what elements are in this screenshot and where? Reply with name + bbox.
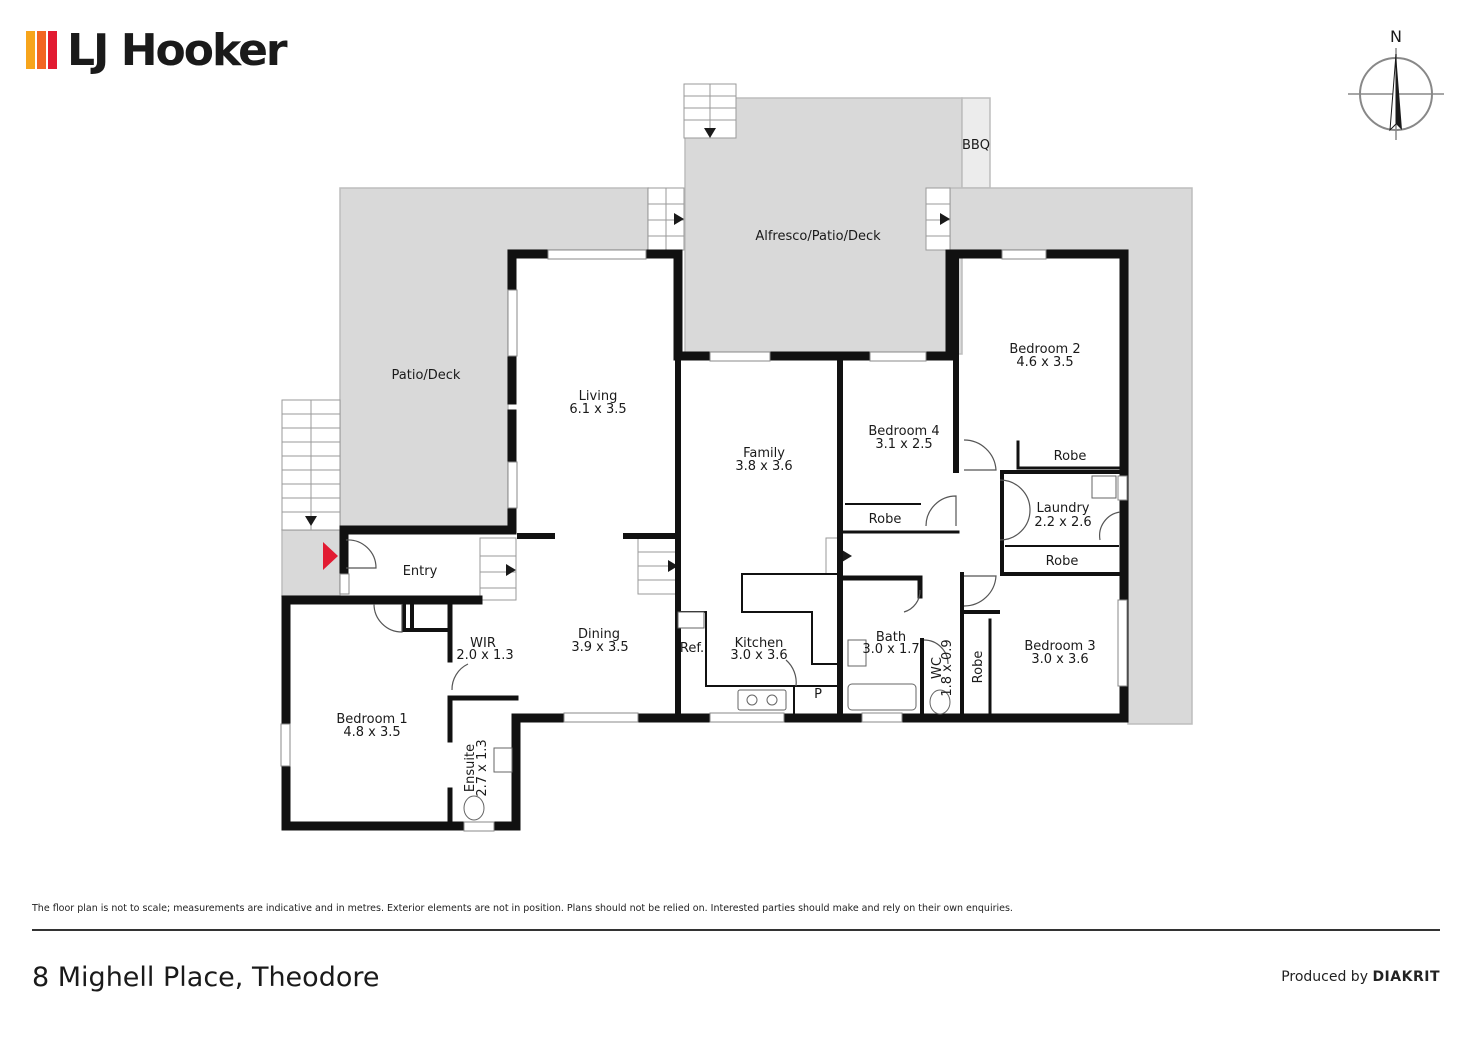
- room-bedroom4-name: Bedroom 4: [868, 424, 939, 439]
- room-wir-dims: 2.0 x 1.3: [456, 648, 513, 663]
- room-bedroom2-robe: Robe: [1054, 449, 1087, 464]
- room-family-name: Family: [743, 446, 785, 461]
- room-ensuite-dims: 2.7 x 1.3: [475, 739, 490, 796]
- room-bedroom3-dims: 3.0 x 3.6: [1031, 652, 1088, 667]
- room-bbq-name: BBQ: [962, 138, 990, 153]
- room-pantry-label: P: [814, 687, 822, 702]
- room-kitchen-dims: 3.0 x 3.6: [730, 648, 787, 663]
- room-bedroom3-name: Bedroom 3: [1024, 639, 1095, 654]
- stair-arrows: [305, 128, 950, 576]
- room-bedroom2-dims: 4.6 x 3.5: [1016, 355, 1073, 370]
- room-bedroom4-robe: Robe: [869, 512, 902, 527]
- room-laundry-name: Laundry: [1037, 501, 1090, 516]
- logo-bar-yellow: [26, 31, 35, 69]
- room-laundry-dims: 2.2 x 2.6: [1034, 515, 1091, 530]
- walls: [281, 249, 1129, 831]
- logo-bar-red: [48, 31, 57, 69]
- room-fridge-label: Ref.: [680, 641, 704, 656]
- compass-north-label: N: [1390, 27, 1402, 46]
- logo-text: LJ Hooker: [67, 24, 288, 76]
- room-bedroom1-name: Bedroom 1: [336, 712, 407, 727]
- room-patio-name: Patio/Deck: [392, 368, 461, 383]
- room-labels: Alfresco/Patio/Deck BBQ Patio/Deck Livin…: [336, 138, 1095, 797]
- room-wc-name: WC: [930, 657, 945, 679]
- entry-marker-icon: [323, 542, 338, 570]
- room-entry-name: Entry: [403, 564, 438, 579]
- floor-plan: Alfresco/Patio/Deck BBQ Patio/Deck Livin…: [280, 83, 1193, 832]
- room-bedroom4-dims: 3.1 x 2.5: [875, 437, 932, 452]
- doors: [345, 439, 1121, 691]
- room-dining-name: Dining: [578, 627, 620, 642]
- logo-bar-orange: [37, 31, 46, 69]
- lj-hooker-logo: LJ Hooker: [26, 22, 288, 78]
- room-kitchen-name: Kitchen: [735, 636, 784, 651]
- produced-by-label: Produced by: [1281, 969, 1368, 985]
- compass-icon: N: [1348, 27, 1444, 140]
- property-address: 8 Mighell Place, Theodore: [32, 962, 380, 993]
- room-living-dims: 6.1 x 3.5: [569, 402, 626, 417]
- room-family-dims: 3.8 x 3.6: [735, 459, 792, 474]
- producer-credit: Produced by DIAKRIT: [1281, 969, 1440, 985]
- room-dining-dims: 3.9 x 3.5: [571, 640, 628, 655]
- room-wir-name: WIR: [470, 636, 496, 651]
- fixtures: [463, 475, 1117, 821]
- room-laundry-robe: Robe: [1046, 554, 1079, 569]
- producer-name: DIAKRIT: [1372, 969, 1440, 985]
- room-ensuite-name: Ensuite: [463, 744, 478, 792]
- room-bedroom1-dims: 4.8 x 3.5: [343, 725, 400, 740]
- footer-divider: [32, 929, 1440, 931]
- disclaimer-text: The floor plan is not to scale; measurem…: [32, 903, 1013, 914]
- room-bedroom2-name: Bedroom 2: [1009, 342, 1080, 357]
- room-wc-dims: 1.8 x 0.9: [940, 639, 955, 696]
- room-bath-dims: 3.0 x 1.7: [862, 642, 919, 657]
- room-bath-name: Bath: [876, 630, 906, 645]
- room-alfresco-name: Alfresco/Patio/Deck: [755, 229, 881, 244]
- room-living-name: Living: [579, 389, 618, 404]
- windows: [280, 249, 1128, 832]
- room-bedroom3-robe: Robe: [971, 651, 986, 684]
